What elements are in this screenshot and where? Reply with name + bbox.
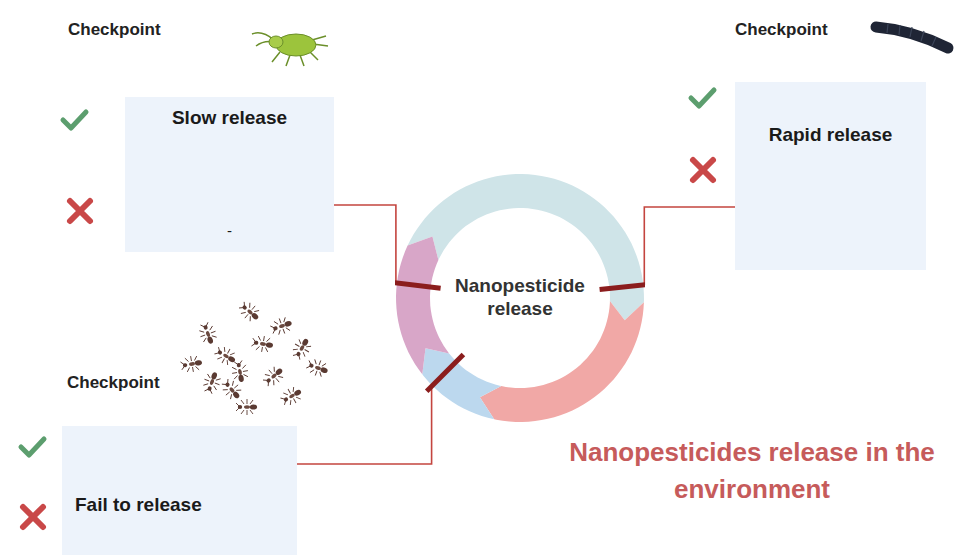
ant-icon <box>197 321 219 346</box>
box-heading: Rapid release <box>769 124 893 147</box>
cycle-arrow-segment <box>480 301 644 422</box>
check-mark <box>21 439 44 455</box>
ant-thorax <box>260 342 267 347</box>
ant-head <box>207 386 212 392</box>
ant-icon <box>219 376 245 402</box>
ant-icon <box>236 399 257 415</box>
ant-head <box>236 363 241 368</box>
leader-connector <box>297 386 432 464</box>
ant-abdomen <box>250 404 257 409</box>
cycle-arrow-segment <box>396 237 449 375</box>
ant-abdomen <box>293 389 302 397</box>
ant-icon <box>278 384 304 408</box>
ant-thorax <box>205 331 210 338</box>
ant-abdomen <box>251 312 260 321</box>
fail-release-box: Fail to release <box>62 426 297 555</box>
ant-icon <box>251 334 275 353</box>
ant-abdomen <box>238 374 244 382</box>
aphid-head <box>269 36 283 48</box>
ant-thorax <box>315 365 322 370</box>
ant-head <box>254 340 259 345</box>
ant-legs <box>219 376 242 399</box>
leader-connector <box>334 205 396 283</box>
cross-mark <box>693 160 713 180</box>
ant-thorax <box>189 362 196 367</box>
ant-legs <box>201 374 222 395</box>
ant-head <box>225 382 231 388</box>
slow-release-box: Slow release - <box>125 97 334 252</box>
ant-head <box>242 305 248 311</box>
checkpoint-bar <box>395 282 441 288</box>
ant-head <box>203 325 208 331</box>
ant-icon <box>290 335 314 361</box>
ant-thorax <box>238 369 243 376</box>
ant-head <box>309 363 315 368</box>
ant-legs <box>269 316 290 337</box>
ant-legs <box>290 339 312 362</box>
ant-head <box>238 405 242 409</box>
ant-icon <box>236 299 262 325</box>
checkpoint-bar <box>600 284 645 289</box>
ant-head <box>273 326 279 331</box>
cycle-arrow-segment <box>408 174 644 320</box>
check-mark <box>691 90 714 106</box>
ant-legs <box>236 299 259 322</box>
ant-icon <box>212 344 238 368</box>
ant-thorax <box>209 379 214 386</box>
ant-legs <box>278 386 301 408</box>
ant-icon <box>230 360 249 384</box>
ant-abdomen <box>284 320 293 327</box>
ant-thorax <box>279 323 286 328</box>
ant-abdomen <box>265 342 273 348</box>
caterpillar-icon <box>876 24 948 48</box>
ant-abdomen <box>232 391 241 400</box>
ant-head <box>183 363 188 368</box>
cross-mark <box>23 507 43 527</box>
ant-legs <box>260 366 283 389</box>
box-body-text: - <box>227 222 232 240</box>
ant-icon <box>180 354 204 373</box>
ant-abdomen <box>275 368 284 377</box>
ant-head <box>296 351 302 357</box>
ant-abdomen <box>211 372 218 381</box>
ant-abdomen <box>207 336 214 345</box>
check-marks <box>21 90 714 455</box>
checkpoint-label: Checkpoint <box>68 20 161 40</box>
cycle-arrow-segment <box>422 348 501 419</box>
ant-legs <box>305 357 326 378</box>
checkpoint-label: Checkpoint <box>735 20 828 40</box>
ant-head <box>283 397 289 403</box>
ant-head <box>217 350 223 356</box>
ring-label: Nanopesticide release <box>445 275 595 321</box>
ant-icon <box>269 315 294 337</box>
caterpillar-segments <box>887 24 936 46</box>
aphid-icon <box>252 33 328 66</box>
ant-abdomen <box>194 360 202 366</box>
box-heading: Slow release <box>172 107 287 130</box>
checkpoint-bar <box>427 355 464 392</box>
box-heading: Fail to release <box>75 494 202 517</box>
check-mark <box>63 112 86 128</box>
ant-thorax <box>244 405 250 409</box>
ant-legs <box>197 321 218 342</box>
cross-mark <box>70 201 90 221</box>
ant-abdomen <box>301 338 309 347</box>
ant-abdomen <box>320 367 329 374</box>
ant-legs <box>212 344 235 366</box>
leader-connector <box>644 207 735 285</box>
checkpoint-label: Checkpoint <box>67 373 160 393</box>
diagram-title: Nanopesticides release in the environmen… <box>552 434 952 508</box>
ant-group-icon <box>180 299 330 415</box>
rapid-release-box: Rapid release <box>735 82 926 270</box>
ant-head <box>266 378 272 384</box>
ant-icon <box>201 370 223 395</box>
ant-icon <box>305 357 330 379</box>
release-cycle-ring: Nanopesticide release <box>395 173 645 423</box>
ant-icon <box>260 363 286 389</box>
